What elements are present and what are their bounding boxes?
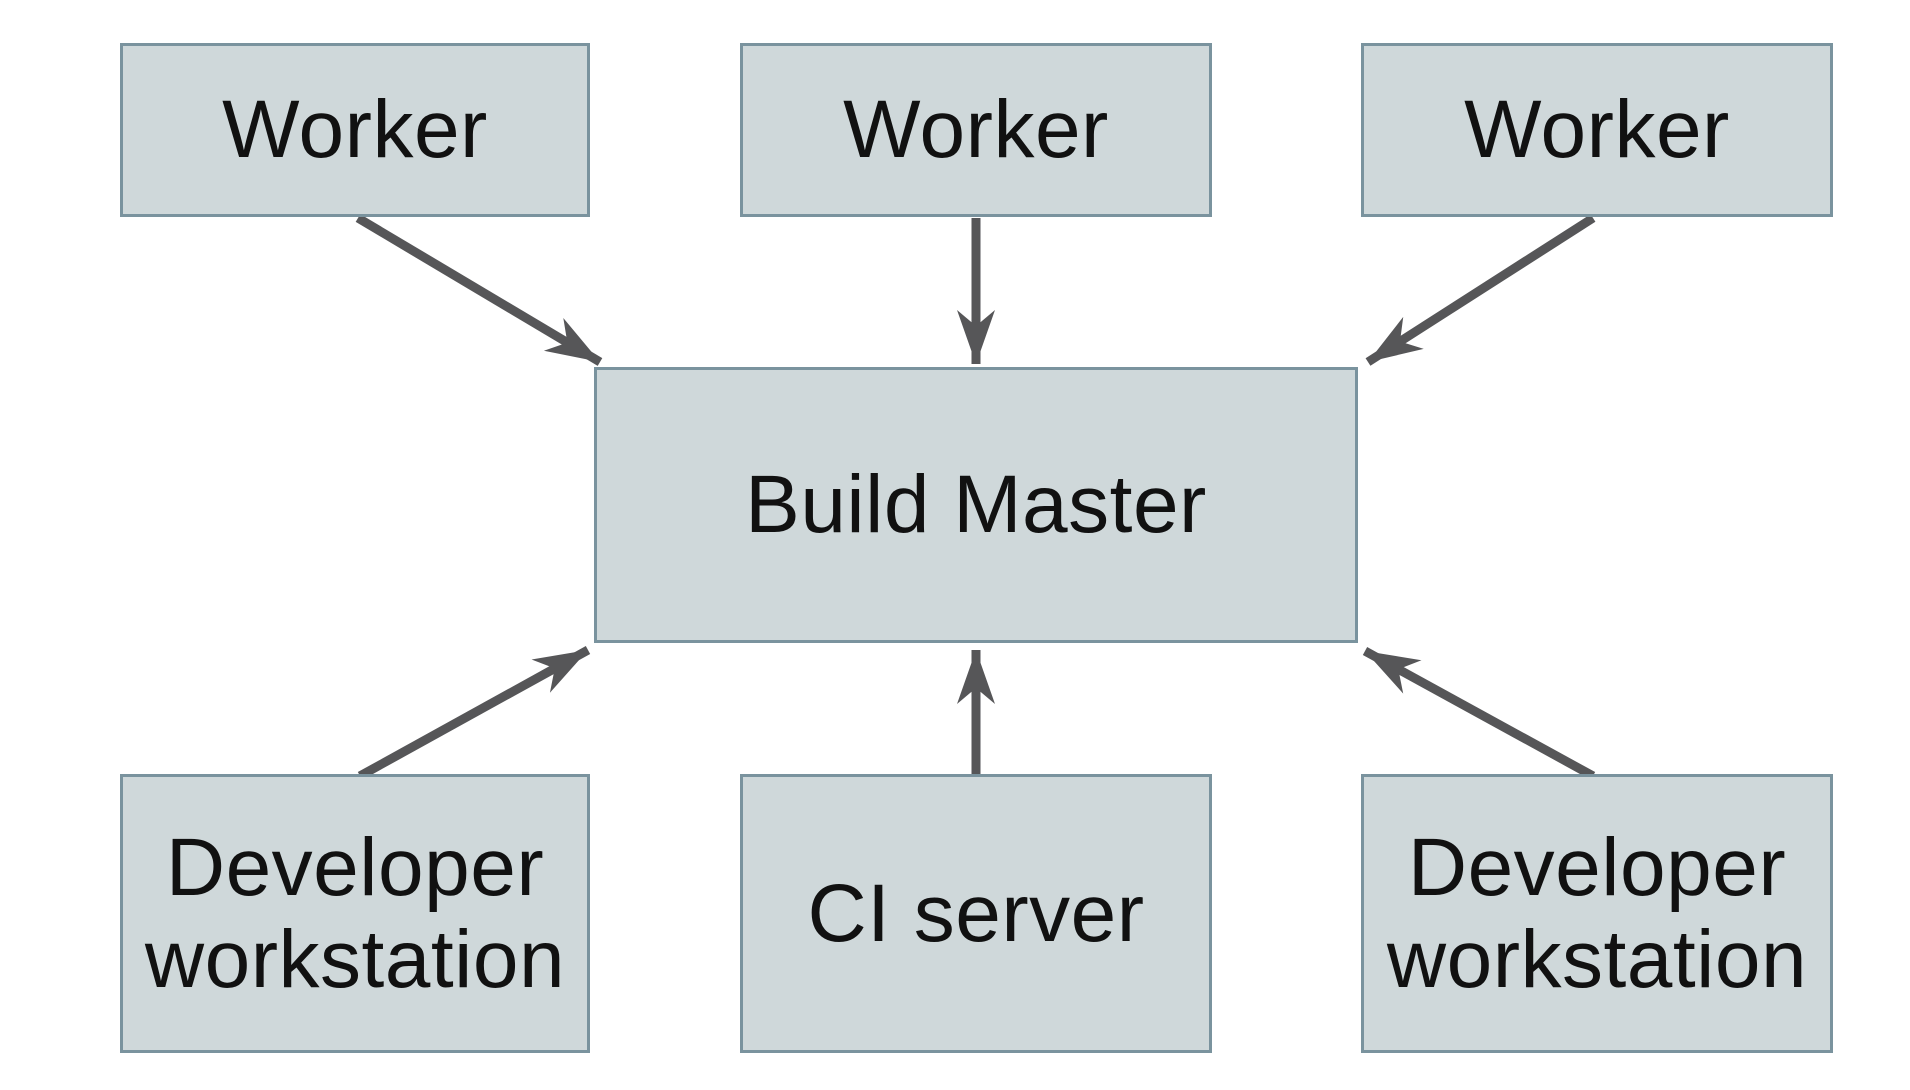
node-box-developer-workstation-right: Developer workstation: [1361, 774, 1833, 1053]
node-box-worker-3: Worker: [1361, 43, 1833, 217]
arrow-dev_right-to-build_master: [1362, 647, 1596, 780]
node-box-developer-workstation-left: Developer workstation: [120, 774, 590, 1053]
node-label-ci-server: CI server: [807, 867, 1145, 959]
node-box-worker-1: Worker: [120, 43, 590, 217]
node-label-worker-2: Worker: [843, 84, 1109, 176]
node-box-build-master: Build Master: [594, 367, 1358, 643]
arrow-worker_1-to-build_master: [355, 214, 603, 366]
arrow-worker_3-to-build_master: [1365, 214, 1596, 366]
node-box-ci-server: CI server: [740, 774, 1212, 1053]
node-box-worker-2: Worker: [740, 43, 1212, 217]
node-label-developer-workstation-left: Developer workstation: [144, 821, 566, 1005]
node-label-build-master: Build Master: [745, 459, 1207, 551]
node-label-worker-3: Worker: [1464, 84, 1730, 176]
node-label-developer-workstation-right: Developer workstation: [1386, 821, 1808, 1005]
arrow-dev_left-to-build_master: [357, 646, 591, 780]
node-label-worker-1: Worker: [222, 84, 488, 176]
